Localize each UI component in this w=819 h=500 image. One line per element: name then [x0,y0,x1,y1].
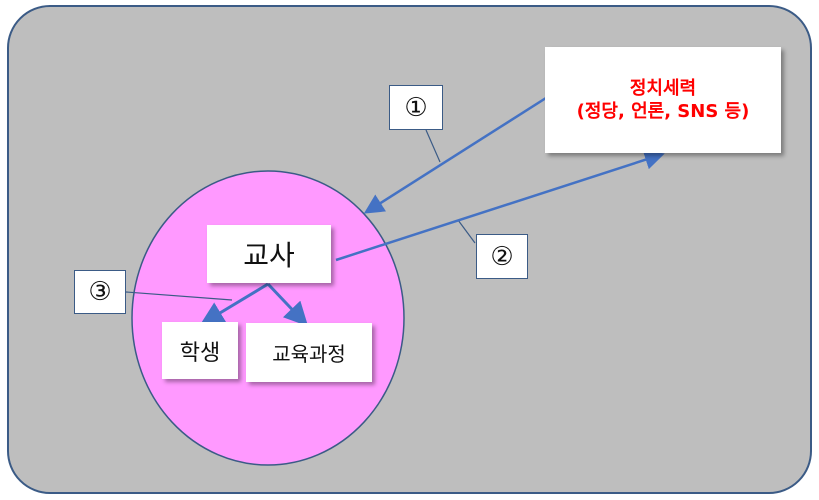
political-forces-title: 정치세력 [629,77,697,99]
student-box: 학생 [162,322,238,379]
political-forces-box: 정치세력 (정당, 언론, SNS 등) [545,47,781,153]
marker-one: ① [389,85,443,130]
marker-three-text: ③ [88,277,112,307]
marker-two-leader [457,219,476,244]
teacher-label: 교사 [243,239,295,272]
school-circle [131,170,405,466]
arrow-politics-to-teacher [363,82,569,214]
arrow-teacher-to-student [199,282,269,326]
arrow-teacher-to-politics [335,150,665,262]
arrow-teacher-to-curriculum [266,282,309,327]
teacher-box: 교사 [207,225,331,283]
political-forces-subtitle: (정당, 언론, SNS 등) [576,101,750,122]
marker-one-text: ① [404,92,428,123]
curriculum-label: 교육과정 [272,342,346,366]
student-label: 학생 [179,340,221,366]
marker-two-text: ② [490,241,514,272]
marker-one-leader [425,129,441,163]
marker-three: ③ [74,270,126,314]
marker-two: ② [476,234,528,279]
curriculum-box: 교육과정 [246,323,372,382]
marker-three-leader [125,291,233,301]
